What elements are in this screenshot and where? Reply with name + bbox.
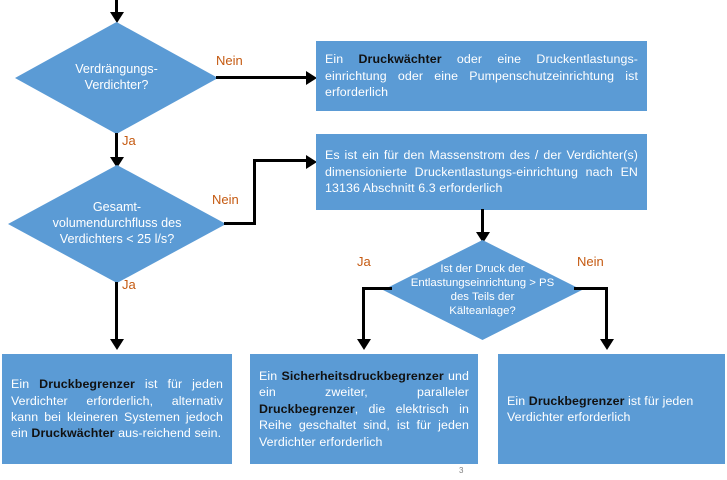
connector-entry-line xyxy=(115,0,118,12)
decision-gesamtvolumendurchfluss[interactable]: Gesamt- volumendurchfluss des Verdichter… xyxy=(8,165,226,283)
box-text-bold2: Druckbegrenzer xyxy=(259,401,355,416)
connector-d3-yes-line-v xyxy=(362,287,365,341)
connector-d3-yes-line-h xyxy=(362,287,392,290)
decision-label-line1: Gesamt- xyxy=(92,200,142,215)
connector-b2-to-d3-arrowhead xyxy=(475,232,490,243)
decision-label: Verdrängungs- Verdichter? xyxy=(15,22,218,134)
decision-label: Ist der Druck der Entlastungseinrichtung… xyxy=(383,240,582,340)
connector-d3-yes-arrowhead xyxy=(357,339,371,350)
connector-d2-no-line-h1 xyxy=(224,222,256,225)
connector-d1-no-arrowhead xyxy=(306,70,317,85)
box-text-seg1: Es ist ein für den Massenstrom des / der… xyxy=(325,148,638,196)
edge-label-d3-yes: Ja xyxy=(357,254,371,269)
box-text-bold1: Druckwächter xyxy=(358,52,442,67)
box-text-seg1: Ein xyxy=(259,369,282,384)
box-druckbegrenzer-jeder-verdichter: Ein Druckbegrenzer ist für jeden Verdich… xyxy=(498,354,725,464)
box-druckbegrenzer-alternativ-druckwaechter: Ein Druckbegrenzer ist für jeden Verdich… xyxy=(2,354,232,464)
box-text-bold1: Sicherheitsdruckbegrenzer xyxy=(281,369,444,384)
box-text: Ein Sicherheitsdruckbegrenzer und ein zw… xyxy=(259,368,469,450)
box-text-bold1: Druckbegrenzer xyxy=(528,393,625,408)
connector-d2-yes-line xyxy=(115,282,118,340)
box-text-seg1: Ein xyxy=(507,393,529,408)
decision-label-line2: Entlastungseinrichtung > PS xyxy=(410,276,555,289)
connector-d1-yes-line xyxy=(115,133,118,159)
connector-d2-yes-arrowhead xyxy=(109,339,124,350)
connector-d3-no-line-v xyxy=(605,287,608,341)
box-text-seg2: und ein zweiter, paralleler xyxy=(259,369,469,400)
decision-label-line4: Kälteanlage? xyxy=(449,305,516,318)
decision-label-line3: Verdichters < 25 l/s? xyxy=(59,231,175,246)
edge-label-d1-yes: Ja xyxy=(122,133,136,148)
connector-d2-no-line-h2 xyxy=(253,159,310,162)
box-text-seg1: Ein xyxy=(11,377,40,392)
decision-label: Gesamt- volumendurchfluss des Verdichter… xyxy=(8,165,226,283)
box-text-seg1: Ein xyxy=(325,52,359,67)
box-text-seg3: , die elektrisch in Reihe geschaltet sin… xyxy=(259,401,469,449)
box-druckwaechter-oder-druckentlastung: Ein Druckwächter oder eine Druckentlastu… xyxy=(316,41,647,111)
edge-label-d1-no: Nein xyxy=(216,53,243,68)
decision-label-line2: volumendurchfluss des xyxy=(52,216,182,231)
box-text-seg3: aus-reichend sein. xyxy=(114,426,222,441)
connector-d3-no-arrowhead xyxy=(599,339,614,350)
connector-entry-arrowhead xyxy=(109,12,124,23)
box-text: Ein Druckbegrenzer ist für jeden Verdich… xyxy=(11,376,223,442)
decision-verdraengungs-verdichter[interactable]: Verdrängungs- Verdichter? xyxy=(15,22,218,134)
connector-d2-no-line-v xyxy=(253,159,256,225)
connector-d2-no-arrowhead xyxy=(306,154,317,169)
box-text-seg2: ist für jeden Verdichter erforderlich xyxy=(507,393,694,424)
edge-label-d2-no: Nein xyxy=(212,192,239,207)
decision-druck-entlastungseinrichtung[interactable]: Ist der Druck der Entlastungseinrichtung… xyxy=(383,240,582,340)
box-text: Ein Druckwächter oder eine Druckentlastu… xyxy=(325,51,638,100)
decision-label-line1: Ist der Druck der xyxy=(440,262,525,275)
box-text-seg2: oder eine Druckentlastungs-einrichtung o… xyxy=(325,52,638,100)
box-text: Ein Druckbegrenzer ist für jeden Verdich… xyxy=(507,393,716,426)
box-sicherheitsdruckbegrenzer-und-druckbegrenzer: Ein Sicherheitsdruckbegrenzer und ein zw… xyxy=(250,354,478,464)
edge-label-d3-no: Nein xyxy=(577,254,604,269)
box-text-bold2: Druckwächter xyxy=(31,426,115,441)
box-text-bold1: Druckbegrenzer xyxy=(39,377,135,392)
edge-label-d2-yes: Ja xyxy=(122,277,136,292)
decision-label-line2: Verdichter? xyxy=(84,78,149,92)
page-number: 3 xyxy=(459,466,464,475)
decision-label-line1: Verdrängungs- xyxy=(75,62,158,77)
connector-d3-no-line-h xyxy=(574,287,608,290)
connector-d1-yes-arrowhead xyxy=(109,157,124,168)
decision-label-line3: des Teils der xyxy=(450,291,515,303)
connector-d1-no-line xyxy=(216,76,310,79)
box-text: Es ist ein für den Massenstrom des / der… xyxy=(325,147,638,196)
box-druckentlastung-en-13136: Es ist ein für den Massenstrom des / der… xyxy=(316,134,647,210)
connector-b2-to-d3-line xyxy=(481,209,484,234)
box-text-seg2: ist für jeden Verdichter erforderlich, a… xyxy=(11,377,223,441)
